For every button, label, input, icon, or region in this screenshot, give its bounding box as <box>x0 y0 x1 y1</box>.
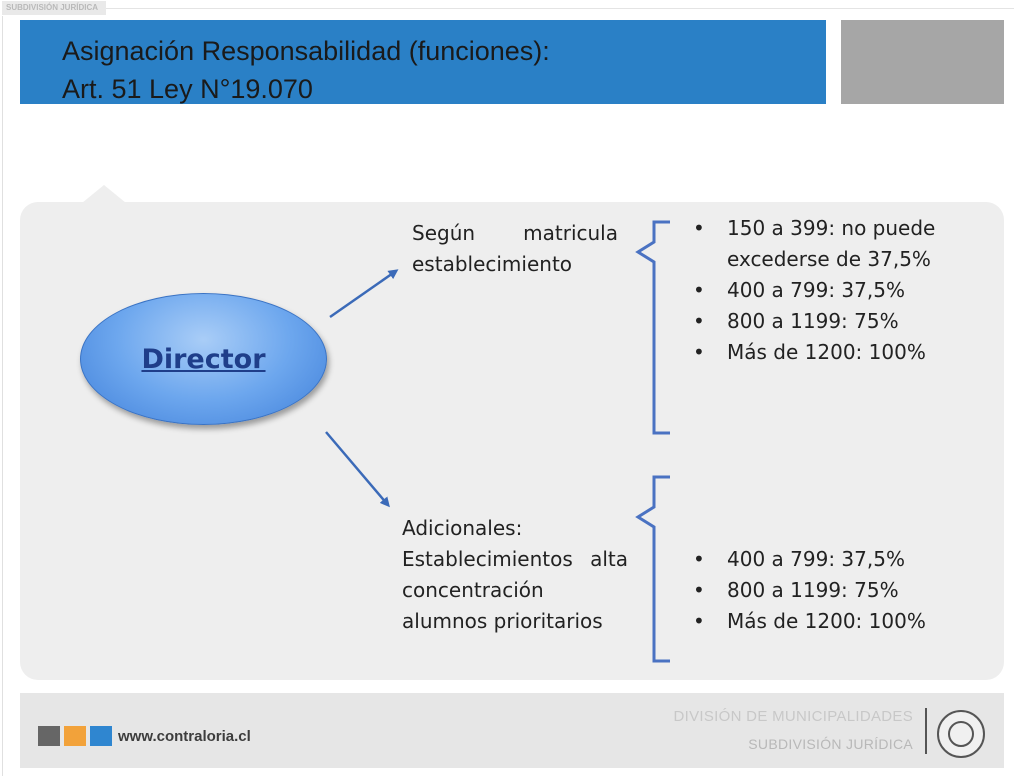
section-tag: SUBDIVISIÓN JURÍDICA <box>2 1 106 15</box>
branch2-label-line3: concentración <box>402 578 544 602</box>
director-label: Director <box>141 343 266 375</box>
title-line-1: Asignación Responsabilidad (funciones): <box>62 36 550 66</box>
division-name: DIVISIÓN DE MUNICIPALIDADES <box>673 708 913 725</box>
decorative-gray-block <box>841 20 1004 104</box>
list-item: •400 a 799: 37,5% <box>693 547 905 571</box>
top-divider <box>106 8 1014 9</box>
subdivision-name: SUBDIVISIÓN JURÍDICA <box>748 736 913 752</box>
arrow-to-branch1 <box>329 269 399 319</box>
branch1-label-line2: establecimiento <box>412 252 573 276</box>
branch2-label-line2: Establecimientos alta <box>402 547 628 571</box>
arrow-to-branch2 <box>325 431 390 508</box>
director-node: Director <box>80 293 327 425</box>
list-item: •Más de 1200: 100% <box>693 609 926 633</box>
bracket-branch1 <box>635 220 670 435</box>
list-item-continuation: excederse de 37,5% <box>727 247 931 271</box>
branch1-bullets: •150 a 399: no puede excederse de 37,5% … <box>693 213 935 368</box>
slide-title: Asignación Responsabilidad (funciones): … <box>20 20 826 104</box>
left-divider <box>2 16 3 776</box>
contraloria-seal-icon <box>937 710 985 758</box>
branch2-label: Adicionales: Establecimientos alta conce… <box>402 513 628 637</box>
panel-tab <box>82 185 126 203</box>
content-panel <box>20 202 1004 680</box>
branch2-label-line1: Adicionales: <box>402 516 523 540</box>
branch2-label-line4: alumnos prioritarios <box>402 609 603 633</box>
list-item: •800 a 1199: 75% <box>693 578 899 602</box>
footer-bar <box>20 693 1004 768</box>
branch2-bullets: •400 a 799: 37,5% •800 a 1199: 75% •Más … <box>693 544 926 637</box>
bracket-branch2 <box>635 475 670 663</box>
footer-square-orange <box>64 726 86 746</box>
branch1-label-line1: Según matricula <box>412 221 618 245</box>
list-item: •Más de 1200: 100% <box>693 340 926 364</box>
list-item: •800 a 1199: 75% <box>693 309 899 333</box>
footer-divider <box>925 708 927 754</box>
footer-square-blue <box>90 726 112 746</box>
title-line-2: Art. 51 Ley N°19.070 <box>62 74 313 104</box>
website-link[interactable]: www.contraloria.cl <box>118 728 251 745</box>
branch1-label: Según matricula establecimiento <box>412 218 618 280</box>
footer-square-gray <box>38 726 60 746</box>
list-item: •150 a 399: no puede <box>693 216 936 240</box>
list-item: •400 a 799: 37,5% <box>693 278 905 302</box>
